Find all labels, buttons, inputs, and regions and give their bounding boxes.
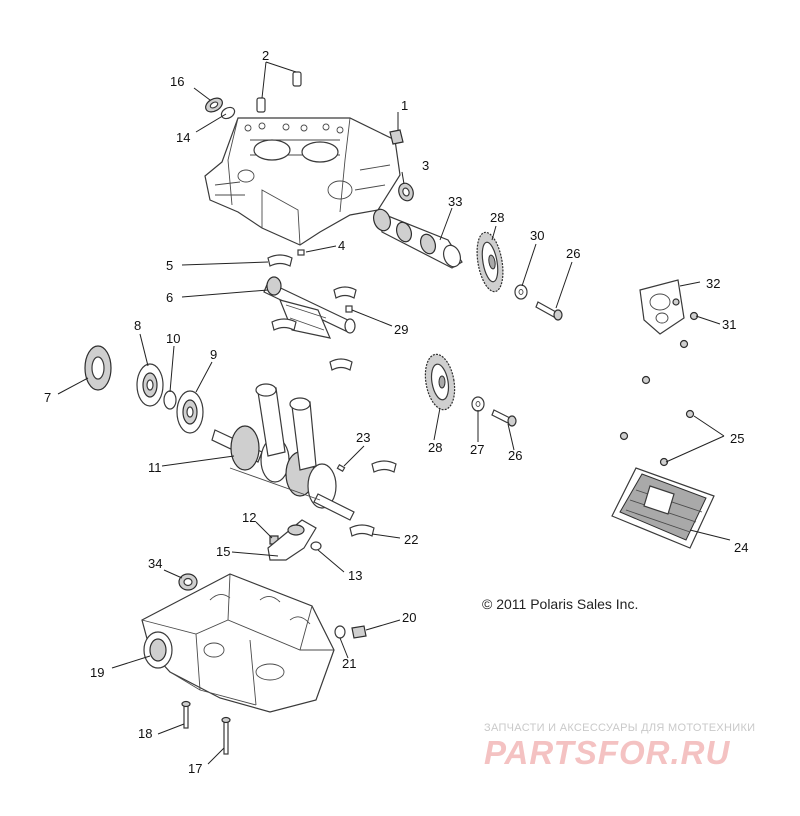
callout-4: 4	[338, 238, 345, 253]
upper-crankcase	[204, 117, 401, 246]
callout-6: 6	[166, 290, 173, 305]
callout-24: 24	[734, 540, 748, 555]
washer-lower-part	[471, 396, 485, 412]
callout-18: 18	[138, 726, 152, 741]
callout-30: 30	[530, 228, 544, 243]
screen-screw-parts	[619, 375, 695, 467]
callout-17: 17	[188, 761, 202, 776]
callout-22: 22	[404, 532, 418, 547]
callout-20: 20	[402, 610, 416, 625]
callout-34: 34	[148, 556, 162, 571]
breather-seal-part	[178, 573, 198, 591]
plug-part	[389, 129, 404, 145]
camshaft-part	[372, 208, 463, 269]
oil-seal-part	[84, 345, 112, 391]
callout-21: 21	[342, 656, 356, 671]
callout-2: 2	[262, 48, 269, 63]
callout-3: 3	[422, 158, 429, 173]
callout-10: 10	[166, 331, 180, 346]
cover-plate-part	[639, 279, 685, 335]
woodruff-key-part	[336, 463, 346, 473]
snap-ring-part	[163, 390, 177, 410]
callout-8: 8	[134, 318, 141, 333]
main-bearing-left-part	[136, 363, 164, 407]
callout-25: 25	[730, 431, 744, 446]
callout-14: 14	[176, 130, 190, 145]
drain-plug-parts	[334, 625, 367, 639]
callout-31: 31	[722, 317, 736, 332]
crankshaft-part	[211, 383, 355, 521]
callout-7: 7	[44, 390, 51, 405]
callout-26-lower: 26	[508, 448, 522, 463]
gear-bolt-upper-part	[535, 301, 563, 321]
small-pin-part	[297, 249, 305, 256]
callout-33: 33	[448, 194, 462, 209]
callout-16: 16	[170, 74, 184, 89]
seal-parts	[205, 97, 236, 120]
callout-32: 32	[706, 276, 720, 291]
callout-28-lower: 28	[428, 440, 442, 455]
main-bearing-right-part	[176, 390, 204, 434]
callout-19: 19	[90, 665, 104, 680]
shaft-pin-part	[345, 305, 353, 313]
callout-29: 29	[394, 322, 408, 337]
bearing-shell-parts-upper	[267, 254, 357, 371]
watermark-logo: PARTSFOR.RU	[484, 734, 731, 771]
callout-13: 13	[348, 568, 362, 583]
gear-bolt-lower-part	[491, 409, 517, 427]
callout-23: 23	[356, 430, 370, 445]
case-bolt-parts	[181, 700, 231, 755]
washer-part	[514, 284, 528, 300]
dowel-pin-parts	[256, 71, 302, 113]
callout-27: 27	[470, 442, 484, 457]
callout-labels: 1 2 3 4 5 6 7 8 9 10 11 12 13 14 15 16 1…	[44, 48, 748, 776]
callout-12: 12	[242, 510, 256, 525]
cam-bearing-part	[398, 182, 414, 202]
bearing-shell-parts-lower	[349, 460, 397, 537]
watermark-tagline: ЗАПЧАСТИ И АКСЕССУАРЫ ДЛЯ МОТОТЕХНИКИ	[484, 722, 756, 734]
callout-26-upper: 26	[566, 246, 580, 261]
callout-9: 9	[210, 347, 217, 362]
leader-lines	[57, 61, 731, 765]
lower-crankcase	[141, 573, 335, 713]
copyright-notice: © 2011 Polaris Sales Inc.	[482, 596, 639, 612]
oil-pickup-parts	[267, 519, 322, 561]
callout-1: 1	[401, 98, 408, 113]
balance-shaft-part	[263, 276, 356, 339]
cam-gear-lower-part	[424, 353, 456, 411]
callout-15: 15	[216, 544, 230, 559]
cam-gear-upper-part	[476, 231, 504, 293]
callout-28-upper: 28	[490, 210, 504, 225]
callout-5: 5	[166, 258, 173, 273]
callout-11: 11	[148, 460, 162, 475]
oil-screen-part	[611, 467, 715, 549]
